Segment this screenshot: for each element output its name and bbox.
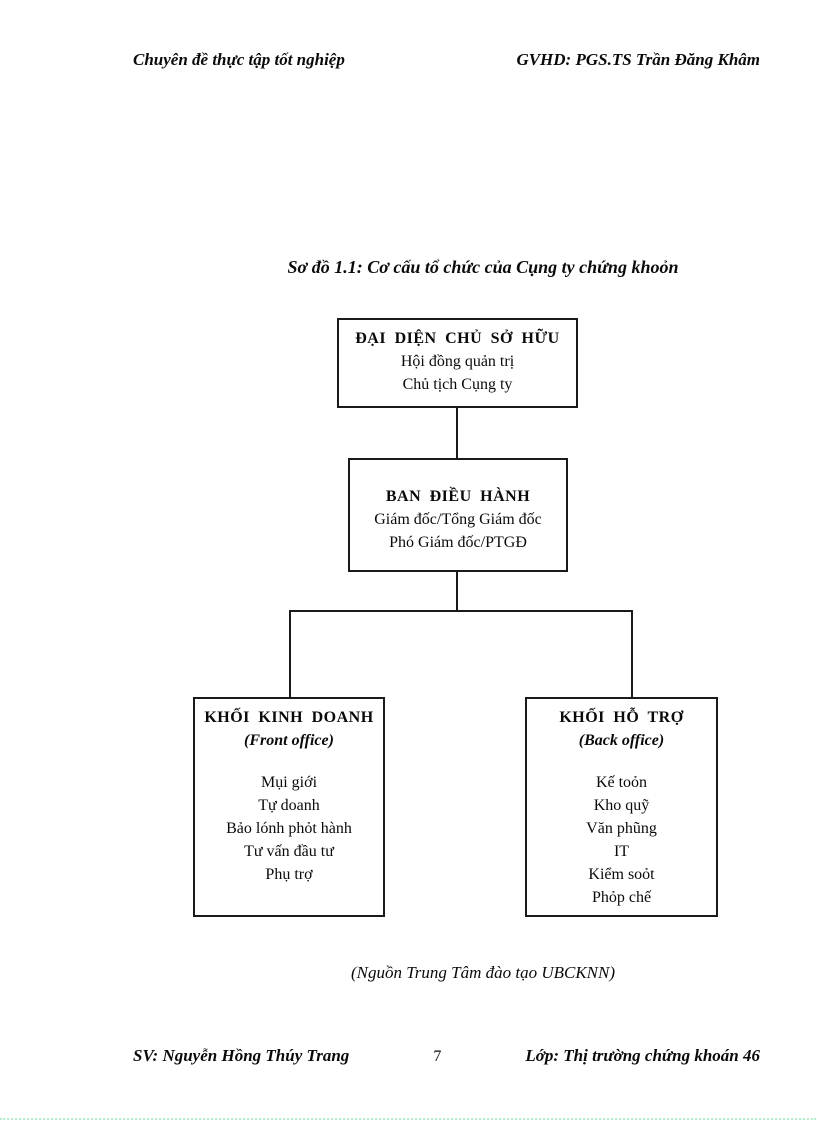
org-node-back-subheading: (Back office) [578,732,665,749]
list-item: Kế toỏn [595,774,648,791]
list-item: Tư vấn đầu tư [244,843,334,860]
org-node-back-office: KHỐI HỖ TRỢ (Back office) Kế toỏn Kho qu… [525,697,718,917]
page-number: 7 [433,1048,442,1065]
list-item: Bảo lónh phỏt hành [226,820,352,837]
org-node-front-subheading: (Front office) [244,732,334,749]
bottom-dotted-line [0,1118,816,1120]
list-item: Mụi giới [260,774,318,791]
connector-to-back-box [631,610,633,697]
figure-title: Sơ đồ 1.1: Cơ cấu tổ chức của Cụng ty ch… [287,257,679,277]
list-item: Kiểm soỏt [588,866,655,883]
org-node-board-heading: BAN ĐIỀU HÀNH [385,488,531,505]
list-item: Văn phũng [586,820,657,837]
org-node-owner-line: Chủ tịch Cụng ty [402,376,513,393]
org-node-board-line: Giám đốc/Tổng Giám đốc [374,511,542,528]
list-item: Phỏp chế [591,889,652,906]
org-node-owner-heading: ĐẠI DIỆN CHỦ SỞ HỮU [355,330,560,347]
org-node-front-items: Mụi giới Tự doanh Bảo lónh phỏt hành Tư … [195,771,383,886]
org-node-board-line: Phó Giám đốc/PTGĐ [389,534,527,551]
source-caption: (Nguồn Trung Tâm đào tạo UBCKNN) [350,963,615,982]
page-footer: SV: Nguyễn Hồng Thúy Trang 7 Lớp: Thị tr… [133,1046,760,1066]
list-item: Phụ trợ [265,866,313,883]
org-node-back-heading: KHỐI HỖ TRỢ [559,709,684,726]
page-header: Chuyên đề thực tập tốt nghiệp GVHD: PGS.… [133,50,760,70]
org-node-owner: ĐẠI DIỆN CHỦ SỞ HỮU Hội đồng quản trị Ch… [337,318,578,408]
org-node-front-heading: KHỐI KINH DOANH [204,709,374,726]
header-left-text: Chuyên đề thực tập tốt nghiệp [133,50,345,69]
connector-owner-to-board [456,408,458,458]
footer-class-name: Lớp: Thị trường chứng khoán 46 [525,1046,760,1065]
org-node-board: BAN ĐIỀU HÀNH Giám đốc/Tổng Giám đốc Phó… [348,458,568,572]
connector-horizontal [289,610,633,612]
connector-to-front-box [289,610,291,697]
connector-board-stub [456,572,458,612]
header-right-text: GVHD: PGS.TS Trần Đăng Khâm [516,50,760,69]
footer-student-name: SV: Nguyễn Hồng Thúy Trang [133,1046,350,1065]
list-item: IT [613,843,630,860]
list-item: Tự doanh [258,797,320,814]
org-node-owner-line: Hội đồng quản trị [400,353,515,370]
list-item: Kho quỹ [593,797,650,814]
org-node-back-items: Kế toỏn Kho quỹ Văn phũng IT Kiểm soỏt P… [527,771,716,909]
org-node-front-office: KHỐI KINH DOANH (Front office) Mụi giới … [193,697,385,917]
